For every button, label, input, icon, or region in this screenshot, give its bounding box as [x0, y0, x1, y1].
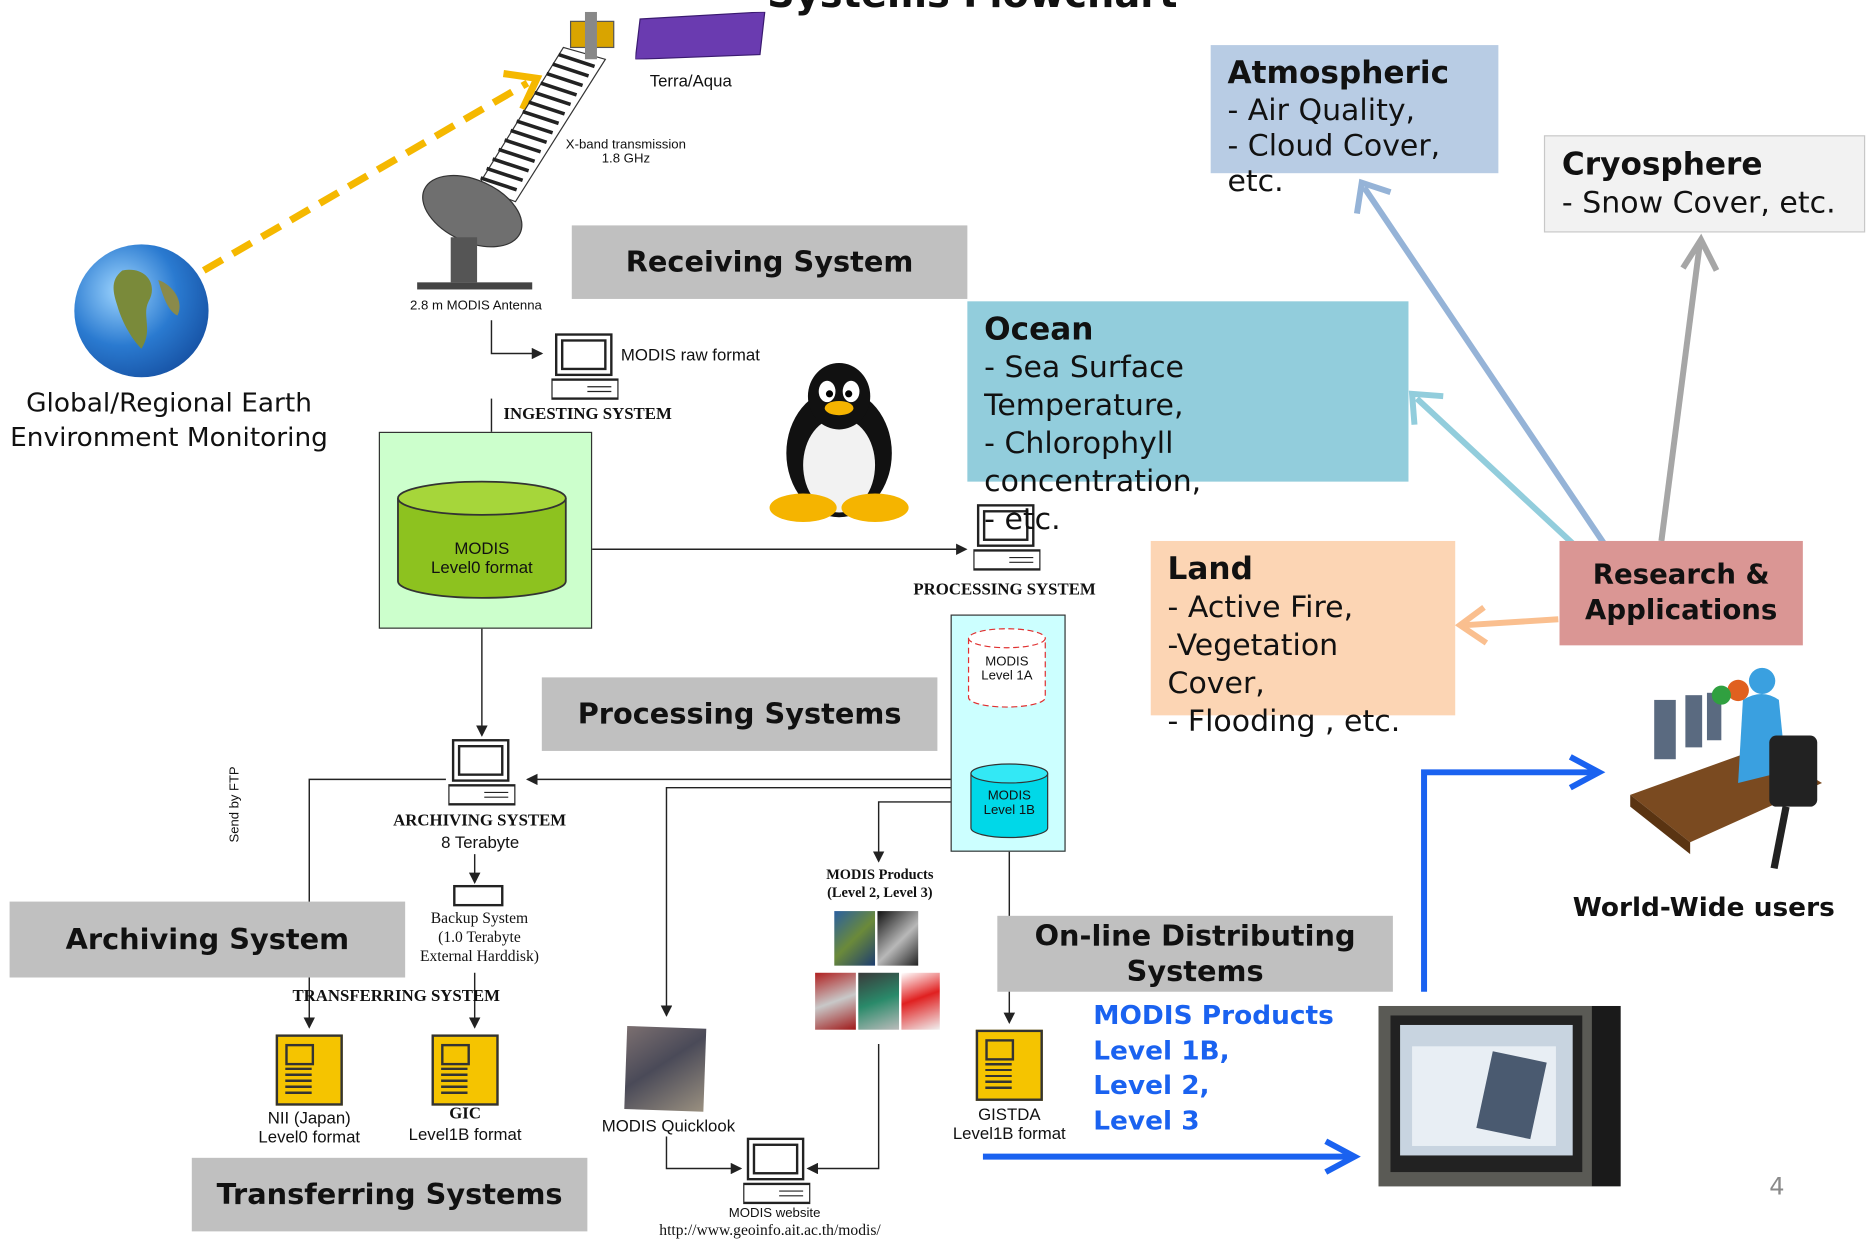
level1b-label: MODIS Level 1B — [983, 788, 1035, 818]
page-title: Systems Flowchart — [767, 0, 1177, 14]
users-illustration — [1618, 664, 1836, 878]
ingesting-system-label: INGESTING SYSTEM — [503, 405, 672, 424]
gic-server-icon — [431, 1034, 499, 1106]
backup-label: Backup System (1.0 Terabyte External Har… — [419, 908, 539, 965]
earth-caption: Global/Regional Earth Environment Monito… — [10, 389, 328, 454]
nii-label: NII (Japan) Level0 format — [258, 1108, 361, 1146]
antenna-label: 2.8 m MODIS Antenna — [409, 298, 542, 314]
category-ocean: Ocean - Sea Surface Temperature, - Chlor… — [967, 301, 1409, 536]
products-image-2 — [877, 911, 919, 966]
gic-label: GIC Level1B format — [408, 1105, 522, 1144]
raw-format-label: MODIS raw format — [620, 345, 760, 365]
blue-products-list: MODIS Products Level 1B, Level 2, Level … — [1093, 1001, 1334, 1136]
quicklook-image — [624, 1025, 707, 1112]
processing-system-label: PROCESSING SYSTEM — [913, 581, 1096, 600]
products-image-4 — [858, 972, 900, 1030]
satellite-label: Terra/Aqua — [649, 71, 732, 91]
linux-penguin-icon — [767, 356, 911, 527]
computer-icon-processing — [972, 503, 1042, 574]
monitor-photo — [1378, 1005, 1621, 1187]
website-label: MODIS website — [728, 1206, 821, 1221]
level1a-database — [966, 626, 1048, 709]
quicklook-label: MODIS Quicklook — [601, 1116, 736, 1136]
transmission-label: X-band transmission 1.8 GHz — [565, 137, 686, 167]
gistda-label: GISTDA Level1B format — [952, 1104, 1066, 1143]
section-transferring: Transferring Systems — [191, 1157, 588, 1232]
level1b-database — [969, 762, 1051, 840]
section-receiving: Receiving System — [571, 225, 968, 299]
level0-db-label: MODIS Level0 format — [431, 538, 533, 577]
page-number: 4 — [1769, 1172, 1785, 1201]
level1a-label: MODIS Level 1A — [981, 654, 1033, 684]
computer-icon-raw — [550, 332, 620, 403]
earth-icon — [74, 244, 209, 378]
users-label: World-Wide users — [1572, 893, 1835, 923]
archiving-system-label: ARCHIVING SYSTEM — [393, 812, 567, 831]
products-image-1 — [834, 911, 876, 966]
products-image-3 — [815, 972, 856, 1030]
backup-drive-icon — [453, 884, 504, 907]
antenna-icon — [412, 164, 537, 294]
section-online: On-line Distributing Systems — [997, 915, 1393, 992]
archiving-capacity: 8 Terabyte — [441, 832, 520, 852]
ftp-label: Send by FTP — [227, 766, 243, 843]
computer-icon-website — [741, 1136, 812, 1207]
computer-icon-archiving — [447, 738, 517, 809]
research-applications-box: Research & Applications — [1559, 540, 1803, 646]
products-image-5 — [901, 972, 940, 1030]
category-land: Land - Active Fire, -Vegetation Cover, -… — [1150, 540, 1456, 738]
transferring-system-label: TRANSFERRING SYSTEM — [292, 988, 500, 1006]
section-processing: Processing Systems — [541, 677, 938, 751]
section-archiving: Archiving System — [9, 901, 406, 978]
nii-server-icon — [275, 1034, 343, 1106]
products-label: MODIS Products (Level 2, Level 3) — [826, 865, 934, 901]
category-atmospheric: Atmospheric - Air Quality, - Cloud Cover… — [1210, 45, 1499, 198]
level0-database — [396, 479, 569, 600]
satellite-icon — [563, 11, 647, 60]
solar-panel — [634, 11, 767, 60]
website-url[interactable]: http://www.geoinfo.ait.ac.th/modis/ — [659, 1220, 881, 1239]
gistda-server-icon — [975, 1029, 1043, 1101]
category-cryosphere: Cryosphere - Snow Cover, etc. — [1543, 135, 1866, 233]
